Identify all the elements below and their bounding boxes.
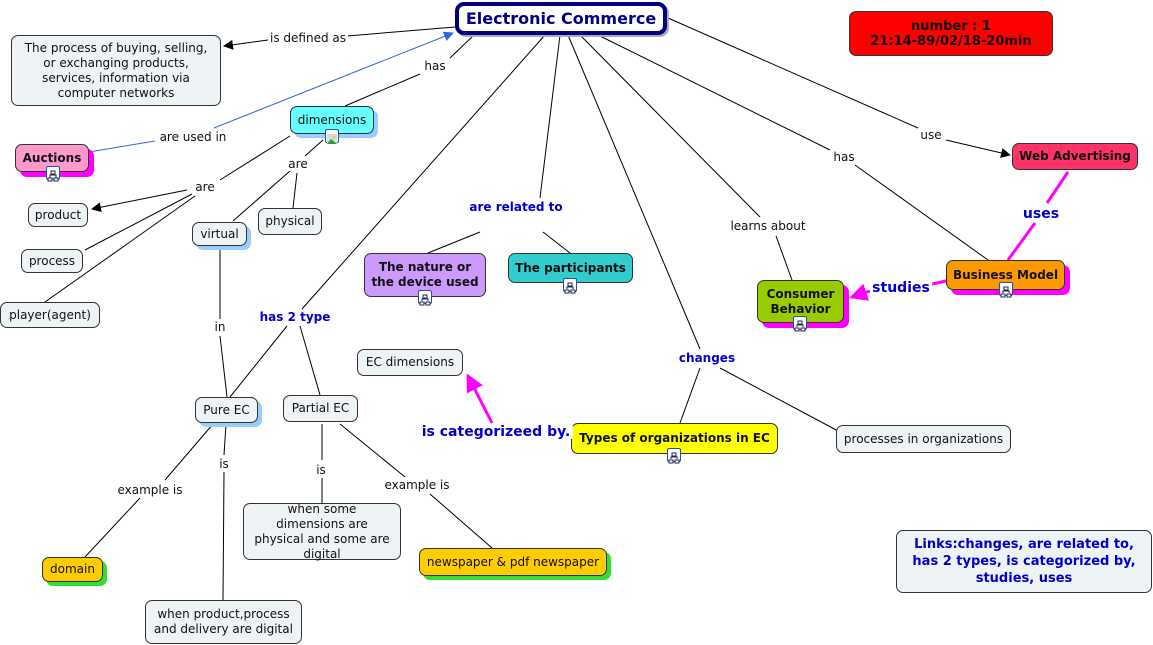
- line: [597, 34, 831, 151]
- line: [429, 493, 493, 549]
- link-label[interactable]: use: [918, 128, 944, 142]
- player-node[interactable]: player(agent): [0, 302, 100, 328]
- processes-organizations-node[interactable]: processes in organizations: [836, 425, 1011, 453]
- links-note[interactable]: Links:changes, are related to, has 2 typ…: [896, 530, 1152, 593]
- line: [539, 34, 561, 199]
- physical-node[interactable]: physical: [258, 208, 322, 235]
- line: [223, 423, 227, 456]
- sitemap-icon[interactable]: [667, 448, 681, 464]
- line: [1006, 222, 1037, 261]
- link-label[interactable]: is defined as: [268, 31, 348, 45]
- line: [542, 231, 571, 254]
- link-label[interactable]: is: [217, 457, 231, 471]
- line: [222, 471, 225, 601]
- line: [292, 172, 298, 209]
- definition-node[interactable]: The process of buying, selling, or excha…: [11, 35, 221, 106]
- web-advertising-node[interactable]: Web Advertising: [1012, 143, 1138, 170]
- process-node[interactable]: process: [21, 249, 83, 273]
- line: [449, 34, 475, 59]
- line: [667, 17, 919, 129]
- when-product-node[interactable]: when product,process and delivery are di…: [145, 600, 302, 644]
- link-label[interactable]: has: [831, 150, 857, 164]
- link-label[interactable]: has 2 type: [257, 310, 333, 324]
- line: [945, 139, 1011, 158]
- link-label[interactable]: example is: [382, 478, 452, 492]
- line: [346, 26, 456, 37]
- link-label[interactable]: has: [422, 59, 448, 73]
- line: [775, 235, 793, 281]
- sitemap-icon[interactable]: [563, 278, 577, 294]
- link-label[interactable]: are used in: [157, 130, 229, 144]
- ec-dimensions-node[interactable]: EC dimensions: [357, 349, 463, 376]
- line: [213, 31, 454, 129]
- line: [219, 135, 291, 181]
- line: [427, 231, 481, 254]
- line: [719, 367, 841, 433]
- line: [344, 73, 421, 107]
- line: [229, 325, 288, 398]
- sitemap-icon[interactable]: [793, 316, 807, 332]
- when-some-node[interactable]: when some dimensions are physical and so…: [243, 502, 401, 561]
- line: [304, 139, 324, 157]
- line: [679, 367, 701, 424]
- line: [579, 34, 761, 218]
- title-node[interactable]: Electronic Commerce: [455, 2, 667, 35]
- line: [84, 497, 141, 558]
- number-box[interactable]: number : 1 21:14-89/02/18-20min: [849, 11, 1053, 56]
- line: [854, 164, 989, 261]
- timestamp-line: 21:14-89/02/18-20min: [870, 33, 1032, 49]
- domain-node[interactable]: domain: [42, 557, 103, 582]
- line: [466, 373, 494, 424]
- partial-ec-node[interactable]: Partial EC: [283, 395, 358, 422]
- link-label[interactable]: are: [193, 180, 217, 194]
- link-label[interactable]: uses: [1020, 206, 1062, 222]
- consumer-behavior-node[interactable]: Consumer Behavior: [757, 280, 844, 323]
- line: [232, 170, 291, 222]
- sitemap-icon[interactable]: [999, 282, 1013, 298]
- pure-ec-node[interactable]: Pure EC: [195, 397, 258, 423]
- line: [299, 325, 321, 396]
- sitemap-icon[interactable]: [46, 166, 60, 182]
- sitemap-icon[interactable]: [418, 290, 432, 306]
- link-label[interactable]: are: [286, 157, 310, 171]
- line: [44, 195, 196, 303]
- line: [339, 423, 406, 478]
- participants-node[interactable]: The participants: [508, 253, 633, 283]
- link-label[interactable]: in: [212, 320, 228, 334]
- virtual-node[interactable]: virtual: [192, 222, 247, 246]
- line: [84, 193, 193, 251]
- link-label[interactable]: example is: [115, 483, 185, 497]
- link-label[interactable]: is categorizeed by.: [419, 424, 573, 440]
- line: [301, 34, 546, 310]
- image-icon[interactable]: [325, 129, 339, 144]
- newspaper-node[interactable]: newspaper & pdf newspaper: [419, 548, 607, 576]
- link-label[interactable]: changes: [676, 351, 738, 365]
- number-line: number : 1: [911, 18, 991, 34]
- link-label[interactable]: is: [314, 463, 328, 477]
- line: [164, 423, 214, 481]
- link-label[interactable]: studies: [870, 280, 932, 296]
- line: [88, 140, 156, 153]
- line: [567, 34, 701, 350]
- link-label[interactable]: are related to: [467, 200, 565, 214]
- line: [931, 279, 947, 286]
- line: [219, 335, 228, 398]
- line: [223, 39, 269, 50]
- line: [1045, 171, 1070, 204]
- product-node[interactable]: product: [28, 203, 88, 227]
- line: [91, 189, 188, 213]
- line: [849, 283, 871, 301]
- link-label[interactable]: learns about: [728, 219, 808, 233]
